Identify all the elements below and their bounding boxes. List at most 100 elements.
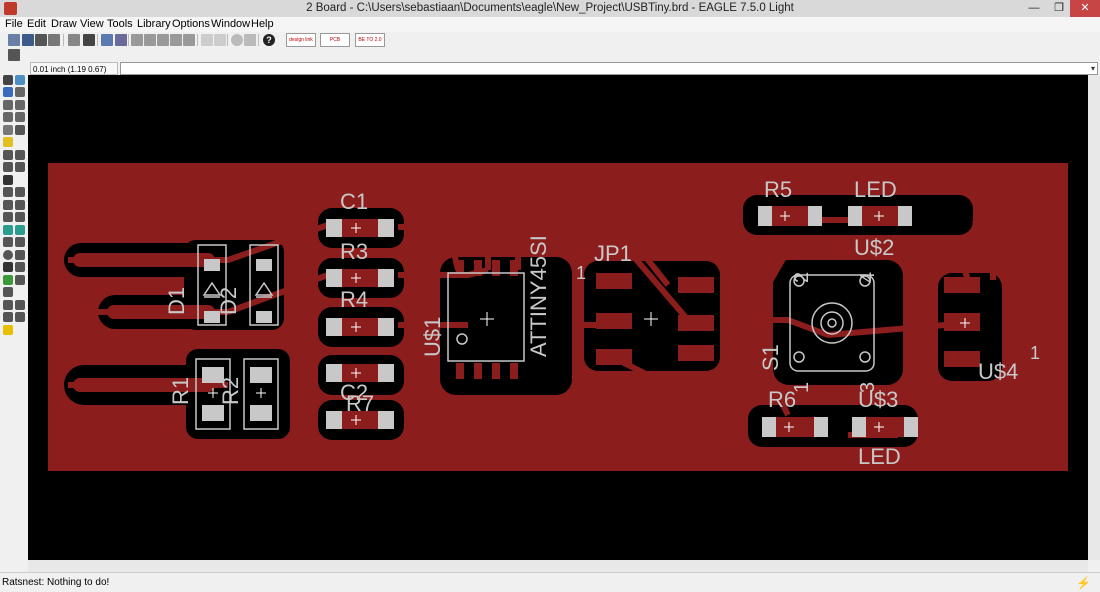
vertical-scrollbar[interactable]	[1088, 75, 1100, 560]
menu-options[interactable]: Options	[172, 18, 210, 30]
circle-icon[interactable]	[3, 250, 13, 260]
zoom-fit-icon[interactable]	[131, 34, 143, 46]
menu-bar: File Edit Draw View Tools Library Option…	[0, 17, 1100, 32]
menu-edit[interactable]: Edit	[27, 18, 46, 30]
print-icon[interactable]	[35, 34, 47, 46]
change-icon[interactable]	[15, 125, 25, 135]
eagle-app-icon	[4, 2, 17, 15]
maximize-button[interactable]: ❐	[1054, 2, 1064, 14]
text-icon[interactable]	[15, 237, 25, 247]
label-led-bottom: LED	[858, 444, 901, 469]
stop-icon[interactable]	[231, 34, 243, 46]
command-row: 0.01 inch (1.19 0.67) ▾	[0, 62, 1100, 75]
display-icon[interactable]	[3, 87, 13, 97]
name-icon[interactable]	[15, 162, 25, 172]
label-r3: R3	[340, 239, 368, 264]
cam-icon[interactable]	[48, 34, 60, 46]
minimize-button[interactable]: —	[1028, 2, 1040, 14]
rect-icon[interactable]	[3, 262, 13, 272]
label-us3: U$3	[858, 387, 898, 412]
label-r4: R4	[340, 287, 368, 312]
label-c2: C2	[340, 380, 368, 405]
zoom-out-icon[interactable]	[157, 34, 169, 46]
label-s1: S1	[758, 344, 783, 371]
ulp-icon[interactable]	[83, 34, 95, 46]
value-icon[interactable]	[15, 187, 25, 197]
zoom-in-icon[interactable]	[144, 34, 156, 46]
label-us4-pin: 1	[1030, 343, 1040, 363]
optimize-icon[interactable]	[3, 212, 13, 222]
menu-tools[interactable]: Tools	[107, 18, 133, 30]
label-us2: U$2	[854, 235, 894, 260]
menu-view[interactable]: View	[80, 18, 104, 30]
board-canvas[interactable]: C1 R3 R4 C2 R7 R1 R2 D1 D2 U$1 ATTINY45S…	[28, 75, 1088, 560]
menu-file[interactable]: File	[5, 18, 23, 30]
label-r6: R6	[768, 387, 796, 412]
wire-icon[interactable]	[3, 237, 13, 247]
paste-icon[interactable]	[3, 137, 13, 147]
label-r7: R7	[346, 391, 374, 416]
delete-icon[interactable]	[3, 150, 13, 160]
label-r2: R2	[218, 377, 243, 405]
grid-icon[interactable]	[8, 49, 20, 61]
split-icon[interactable]	[15, 200, 25, 210]
command-input[interactable]: ▾	[120, 62, 1098, 75]
polygon-icon[interactable]	[15, 262, 25, 272]
coordinate-display: 0.01 inch (1.19 0.67)	[30, 62, 118, 75]
smd-pads	[202, 206, 980, 437]
promo-be-to[interactable]: BE TO 2.0	[355, 33, 385, 47]
promo-design-link[interactable]: design link	[286, 33, 316, 47]
info-icon[interactable]	[3, 75, 13, 85]
smash-icon[interactable]	[3, 187, 13, 197]
redo-icon[interactable]	[214, 34, 226, 46]
ripup-icon[interactable]	[15, 225, 25, 235]
menu-draw[interactable]: Draw	[51, 18, 77, 30]
schematic-icon[interactable]	[101, 34, 113, 46]
close-button[interactable]: ✕	[1070, 0, 1100, 17]
copy-icon[interactable]	[15, 100, 25, 110]
errors-icon[interactable]	[3, 325, 13, 335]
drc-icon[interactable]	[15, 312, 25, 322]
rotate-icon[interactable]	[15, 112, 25, 122]
label-jp1: JP1	[594, 241, 632, 266]
board-icon[interactable]	[115, 34, 127, 46]
go-icon[interactable]	[244, 34, 256, 46]
undo-icon[interactable]	[201, 34, 213, 46]
label-attiny: ATTINY45SI	[526, 235, 551, 357]
ratsnest-icon[interactable]	[3, 300, 13, 310]
label-r5: R5	[764, 177, 792, 202]
arc-icon[interactable]	[15, 250, 25, 260]
lock-icon[interactable]	[3, 175, 13, 185]
group-icon[interactable]	[3, 125, 13, 135]
show-icon[interactable]	[15, 75, 25, 85]
erc-icon[interactable]	[3, 312, 13, 322]
meander-icon[interactable]	[15, 212, 25, 222]
script-icon[interactable]	[68, 34, 80, 46]
label-d2: D2	[216, 287, 241, 315]
mirror-icon[interactable]	[3, 112, 13, 122]
status-text: Ratsnest: Nothing to do!	[2, 577, 110, 588]
status-lightning-icon[interactable]: ⚡	[1076, 576, 1091, 590]
menu-window[interactable]: Window	[211, 18, 251, 30]
via-icon[interactable]	[3, 275, 13, 285]
hole-icon[interactable]	[3, 287, 13, 297]
redraw-icon[interactable]	[170, 34, 182, 46]
promo-pcb-quote[interactable]: PCB QUOTE	[320, 33, 350, 55]
signal-icon[interactable]	[15, 275, 25, 285]
replace-icon[interactable]	[3, 162, 13, 172]
menu-library[interactable]: Library	[137, 18, 171, 30]
miter-icon[interactable]	[3, 200, 13, 210]
add-icon[interactable]	[15, 150, 25, 160]
zoom-select-icon[interactable]	[183, 34, 195, 46]
mark-icon[interactable]	[15, 87, 25, 97]
menu-help[interactable]: Help	[251, 18, 274, 30]
command-dropdown-icon[interactable]: ▾	[1090, 64, 1095, 73]
auto-icon[interactable]	[15, 300, 25, 310]
open-icon[interactable]	[8, 34, 20, 46]
move-icon[interactable]	[3, 100, 13, 110]
help-icon[interactable]: ?	[263, 34, 275, 46]
save-icon[interactable]	[22, 34, 34, 46]
route-icon[interactable]	[3, 225, 13, 235]
horizontal-scrollbar[interactable]	[28, 560, 1088, 572]
